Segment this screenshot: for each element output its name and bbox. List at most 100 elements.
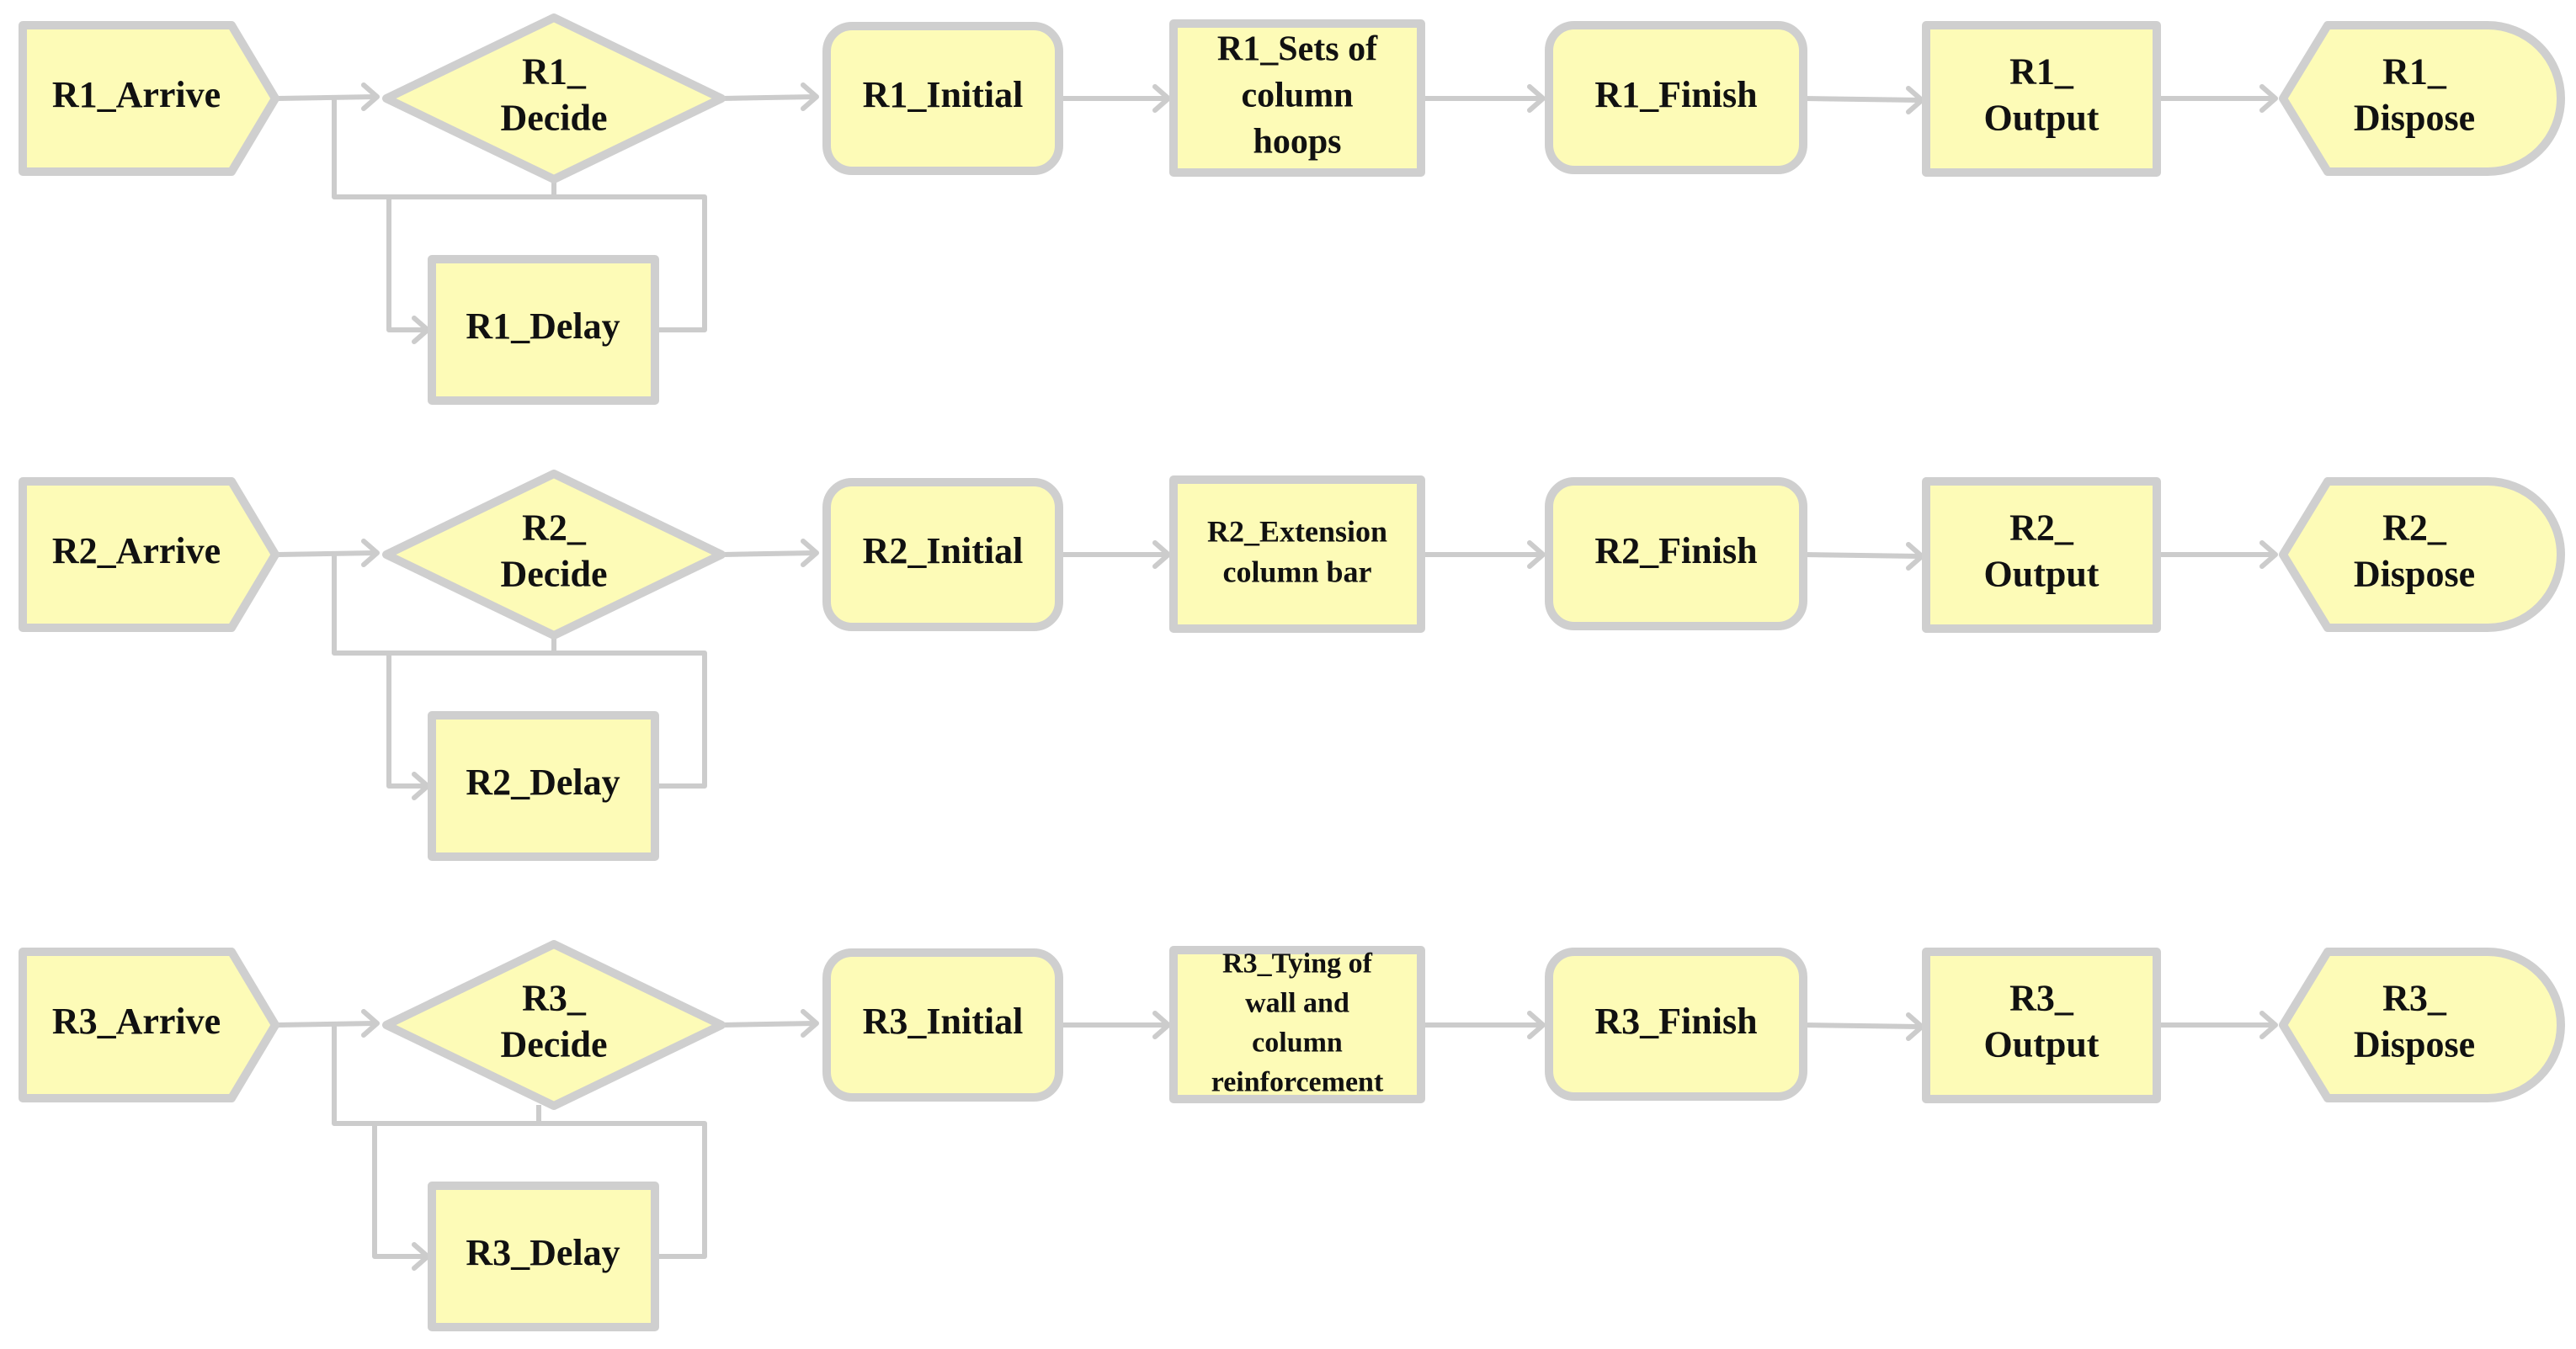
dispose-node: R2_ Dispose — [2279, 477, 2565, 632]
node-label: column — [1241, 77, 1353, 115]
delay-node: R3_Delay — [428, 1182, 659, 1331]
connector-delay-entry — [372, 1121, 539, 1259]
node-label: R2_ — [522, 507, 587, 549]
node-label: R2_Delay — [466, 762, 620, 803]
node-label: Dispose — [2354, 1024, 2475, 1065]
node-label: R3_ — [2009, 978, 2074, 1019]
node-label: R1_Initial — [863, 74, 1024, 115]
node-label: Output — [1984, 1024, 2100, 1065]
arrive-node: R3_Arrive — [19, 948, 279, 1102]
arrow-to-dispose — [2259, 1011, 2278, 1039]
node-label: wall and — [1245, 987, 1349, 1018]
process-shape — [1169, 946, 1425, 1103]
finish-shape — [1545, 477, 1807, 630]
initial-node: R1_Initial — [822, 22, 1063, 175]
connector-decide-delay-loop — [551, 178, 707, 332]
node-label: R2_Arrive — [52, 530, 221, 571]
process-shape — [1169, 475, 1425, 633]
process-row-r2: R2_Arrive R2_Decide R2_Initial R2_Extension… — [19, 470, 2565, 861]
node-label: Dispose — [2354, 98, 2475, 139]
node-label: R3_Delay — [466, 1232, 620, 1273]
output-shape — [1922, 21, 2161, 177]
initial-node: R2_Initial — [822, 478, 1063, 631]
node-label: column — [1252, 1027, 1343, 1058]
node-label: Decide — [500, 98, 607, 139]
connector-finish-output — [1802, 1022, 1920, 1029]
arrow-to-finish — [1527, 84, 1546, 113]
delay-node: R1_Delay — [428, 255, 659, 405]
process-node: R3_Tying of wall and column reinforcement — [1169, 946, 1425, 1103]
decide-node: R3_ Decide — [382, 940, 726, 1110]
node-label: Decide — [500, 1024, 607, 1065]
node-label: R1_ — [2382, 51, 2447, 93]
process-row-r3: R3_Arrive R3_ Decide R3_Initial R3_Tying of w… — [19, 940, 2565, 1331]
arrow-to-dispose — [2259, 84, 2278, 113]
connector-decide-delay-loop — [551, 635, 707, 789]
node-label: column bar — [1222, 555, 1371, 588]
node-label: R3_Finish — [1594, 1001, 1757, 1042]
connector-delay-return — [332, 1023, 375, 1126]
node-label: Output — [1984, 98, 2100, 139]
node-label: R3_Initial — [863, 1001, 1024, 1042]
decide-node: R2_Decide — [382, 470, 726, 640]
connector-decide-initial — [721, 94, 816, 101]
output-shape — [1922, 948, 2161, 1103]
node-label: R3_Tying of — [1222, 948, 1373, 979]
process-shape — [1169, 19, 1425, 177]
arrow-to-process — [1152, 540, 1171, 569]
connectors — [277, 1009, 2278, 1271]
connector-arrive-decide — [277, 1021, 375, 1028]
dispose-node: R3_ Dispose — [2279, 948, 2565, 1102]
node-label: R2_ — [2382, 507, 2447, 549]
node-label: Dispose — [2354, 554, 2475, 595]
initial-shape — [822, 22, 1063, 175]
finish-node: R3_Finish — [1545, 948, 1807, 1101]
node-label: R1_Finish — [1594, 74, 1757, 115]
connector-decide-initial — [721, 550, 816, 557]
output-shape — [1922, 477, 2161, 633]
delay-shape — [428, 255, 659, 405]
node-label: hoops — [1253, 123, 1341, 162]
delay-shape — [428, 711, 659, 861]
node-label: reinforcement — [1211, 1066, 1384, 1097]
initial-node: R3_Initial — [822, 948, 1063, 1102]
delay-shape — [428, 1182, 659, 1331]
arrow-to-dispose — [2259, 540, 2278, 569]
arrow-to-decide — [361, 82, 380, 111]
connector-decide-initial — [721, 1021, 816, 1028]
finish-node: R2_Finish — [1545, 477, 1807, 630]
connector-delay-entry — [386, 651, 554, 789]
dispose-node: R1_ Dispose — [2279, 21, 2565, 176]
output-node: R2_Output — [1922, 477, 2161, 633]
node-label: R2_Extension — [1207, 514, 1387, 548]
arrive-shape — [19, 477, 279, 632]
node-label: R2_Finish — [1594, 530, 1757, 571]
arrive-node: R2_Arrive — [19, 477, 279, 632]
connector-finish-output — [1802, 552, 1920, 559]
decide-node: R1_Decide — [382, 13, 726, 183]
node-label: R2_Initial — [863, 530, 1024, 571]
node-label: Output — [1984, 554, 2100, 595]
node-label: R3_ — [2382, 978, 2447, 1019]
node-label: R3_ — [522, 978, 587, 1019]
arrow-to-decide — [361, 539, 380, 567]
arrow-to-initial — [801, 82, 819, 111]
arrow-to-process — [1152, 1011, 1171, 1039]
delay-node: R2_Delay — [428, 711, 659, 861]
connectors — [277, 539, 2278, 800]
decide-shape — [382, 13, 726, 183]
initial-shape — [822, 948, 1063, 1102]
connector-delay-entry — [386, 194, 554, 332]
connector-delay-return — [332, 97, 389, 199]
connector-decide-delay-loop — [536, 1105, 707, 1259]
decide-shape — [382, 940, 726, 1110]
output-node: R1_ Output — [1922, 21, 2161, 177]
connector-arrive-decide — [277, 94, 375, 101]
dispose-shape — [2279, 477, 2565, 632]
arrow-to-finish — [1527, 1011, 1546, 1039]
node-label: R1_ — [2009, 51, 2074, 93]
